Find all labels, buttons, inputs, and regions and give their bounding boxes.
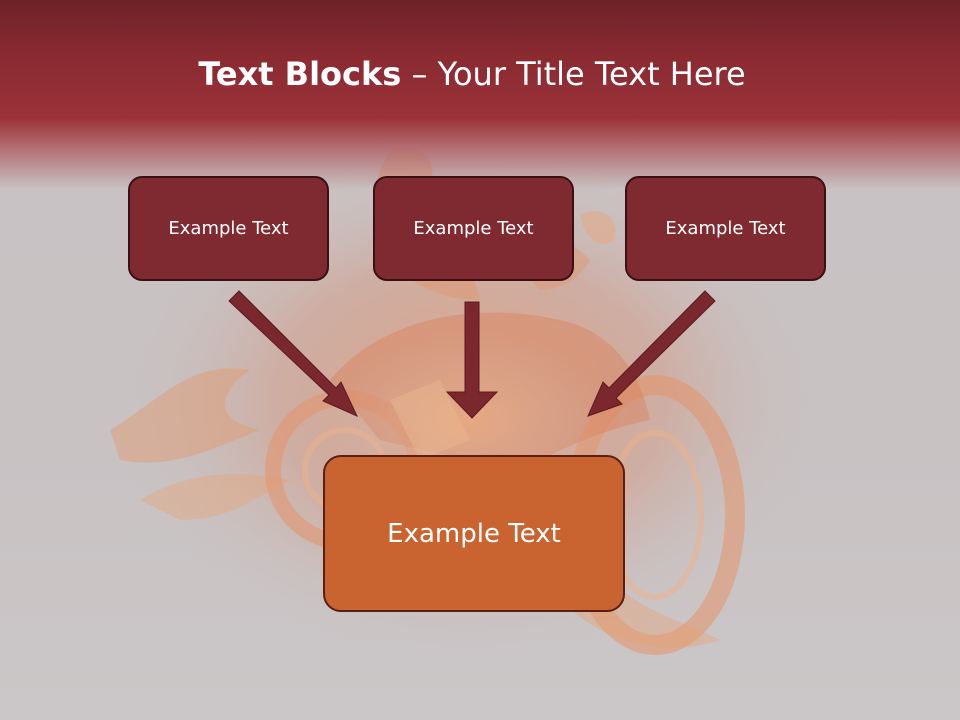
text-block-main-label: Example Text [387, 518, 561, 549]
title-bold: Text Blocks [198, 55, 402, 93]
title-rest: – Your Title Text Here [401, 55, 746, 93]
arrow-down-icon [445, 301, 499, 419]
text-block-left-label: Example Text [168, 218, 289, 239]
slide-title: Text Blocks – Your Title Text Here [0, 52, 944, 96]
arrow-down-right-icon [228, 290, 359, 417]
header-band [0, 0, 960, 190]
text-block-left[interactable]: Example Text [128, 176, 329, 281]
arrow-down-left-icon [587, 290, 716, 417]
text-block-main[interactable]: Example Text [323, 455, 625, 612]
text-block-center[interactable]: Example Text [373, 176, 574, 281]
text-block-right-label: Example Text [665, 218, 786, 239]
text-block-center-label: Example Text [413, 218, 534, 239]
text-block-right[interactable]: Example Text [625, 176, 826, 281]
